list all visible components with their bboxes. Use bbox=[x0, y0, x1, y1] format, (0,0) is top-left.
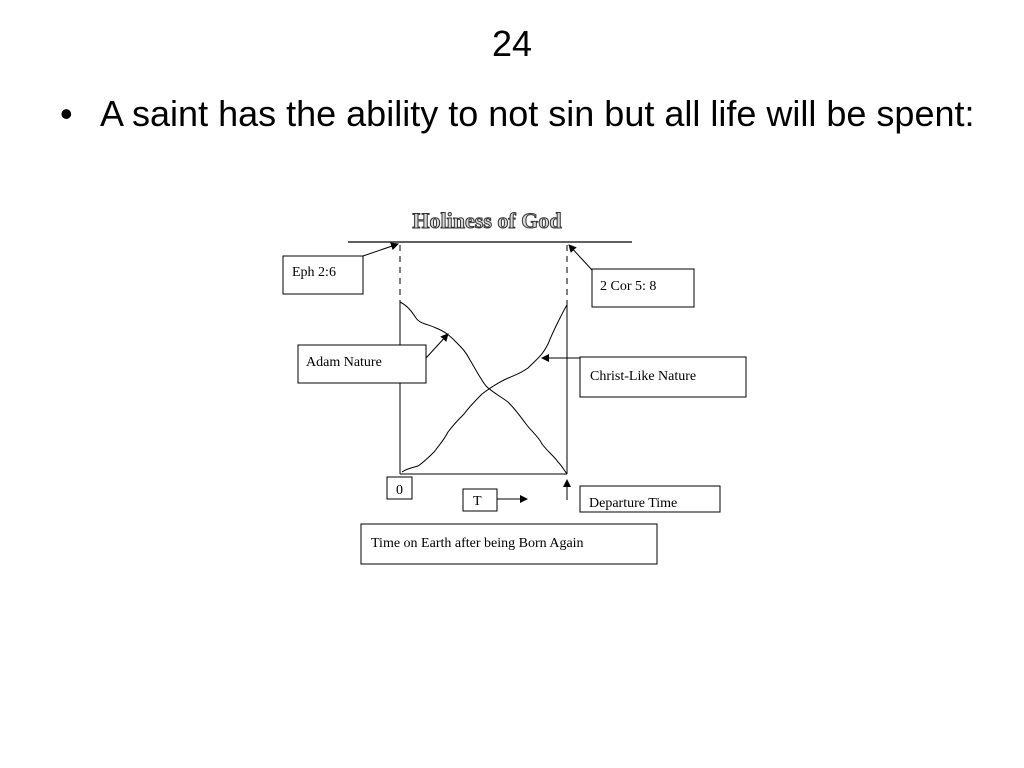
bullet-marker: • bbox=[60, 93, 73, 134]
bullet-item: • A saint has the ability to not sin but… bbox=[60, 88, 980, 140]
time-on-earth-label: Time on Earth after being Born Again bbox=[371, 536, 584, 551]
christ-label-box bbox=[579, 356, 747, 398]
cor-arrow bbox=[568, 244, 593, 271]
departure-label: Departure Time bbox=[589, 496, 677, 511]
holiness-diagram: Holiness of God Eph 2:6 2 Cor 5: 8 Adam … bbox=[282, 208, 747, 565]
eph-arrow bbox=[362, 242, 399, 257]
diagram-heading: Holiness of God bbox=[412, 208, 561, 233]
zero-label-box bbox=[386, 476, 413, 500]
christ-nature-curve bbox=[401, 304, 568, 473]
t-label: T bbox=[473, 494, 482, 509]
eph-label: Eph 2:6 bbox=[292, 265, 336, 280]
departure-label-box bbox=[579, 485, 721, 513]
christ-label: Christ-Like Nature bbox=[590, 369, 696, 384]
adam-label-box bbox=[297, 344, 427, 384]
cor-label-box bbox=[591, 268, 695, 308]
zero-label: 0 bbox=[396, 483, 403, 498]
adam-arrow bbox=[425, 333, 449, 359]
adam-label: Adam Nature bbox=[306, 355, 382, 370]
cor-label: 2 Cor 5: 8 bbox=[600, 279, 656, 294]
eph-label-box bbox=[282, 255, 364, 295]
adam-nature-curve bbox=[399, 301, 568, 475]
t-label-box bbox=[462, 488, 498, 512]
bullet-text: A saint has the ability to not sin but a… bbox=[100, 93, 975, 134]
time-on-earth-box bbox=[360, 523, 658, 565]
slide-title: 24 bbox=[491, 23, 533, 64]
